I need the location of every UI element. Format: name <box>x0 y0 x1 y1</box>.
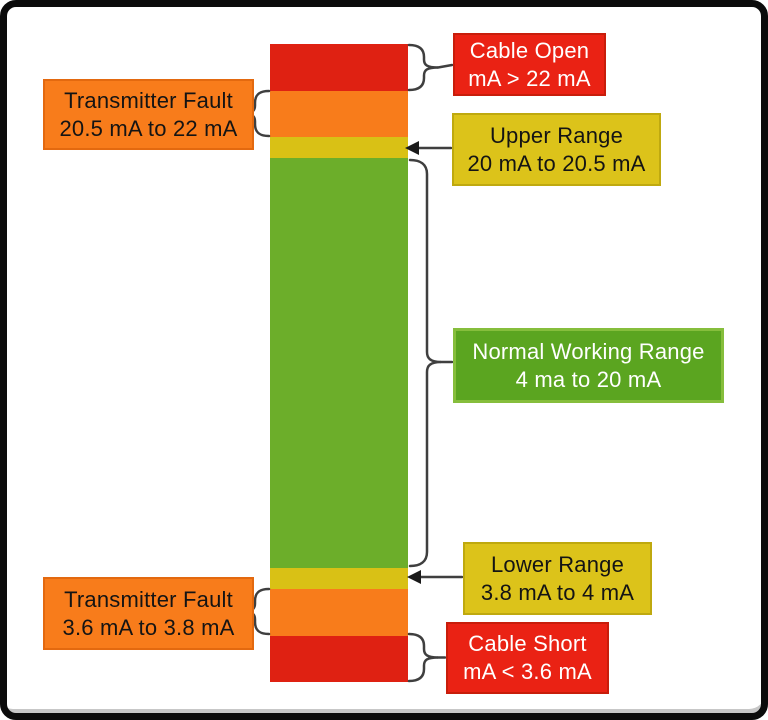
cable-short-line2: mA < 3.6 mA <box>463 659 592 684</box>
cable-short-line1: Cable Short <box>468 631 587 656</box>
lower-range-label: Lower Range 3.8 mA to 4 mA <box>463 542 652 615</box>
upper-range-line1: Upper Range <box>489 122 624 148</box>
lower-range-line2: 3.8 mA to 4 mA <box>480 579 635 605</box>
bar-segment-upper-range <box>270 137 408 158</box>
signal-range-bar <box>270 44 408 682</box>
normal-working-range-label: Normal Working Range 4 ma to 20 mA <box>453 328 724 403</box>
transmitter-fault-upper-label: Transmitter Fault 20.5 mA to 22 mA <box>43 79 254 150</box>
bar-segment-normal-working-range <box>270 158 408 568</box>
transmitter-fault-upper-line1: Transmitter Fault <box>64 87 233 113</box>
upper-range-label: Upper Range 20 mA to 20.5 mA <box>452 113 661 186</box>
cable-open-label-line1: Cable Open <box>469 37 590 63</box>
cable-open-label: Cable Open mA > 22 mA <box>453 33 606 96</box>
arrow-lower-range-head <box>407 570 421 584</box>
bar-segment-cable-open <box>270 44 408 91</box>
brace-cable-open <box>407 43 439 92</box>
normal-working-range-line1: Normal Working Range <box>472 338 705 364</box>
transmitter-fault-upper-line2: 20.5 mA to 22 mA <box>59 115 238 141</box>
bar-segment-lower-range <box>270 568 408 589</box>
transmitter-fault-lower-line2: 3.6 mA to 3.8 mA <box>62 614 235 640</box>
upper-range-line2: 20 mA to 20.5 mA <box>467 150 646 176</box>
normal-working-range-line2: 4 ma to 20 mA <box>515 366 662 392</box>
transmitter-fault-lower-label: Transmitter Fault 3.6 mA to 3.8 mA <box>43 577 254 650</box>
transmitter-fault-lower-line1: Transmitter Fault <box>64 586 233 612</box>
lower-range-line1: Lower Range <box>490 551 625 577</box>
cable-open-label-line2: mA > 22 mA <box>468 65 591 91</box>
bar-segment-transmitter-fault-upper <box>270 91 408 137</box>
brace-cable-open-tail <box>436 63 454 69</box>
brace-normal-working-range <box>408 158 442 568</box>
cable-short-label: Cable Short mA < 3.6 mA <box>446 622 609 694</box>
bar-segment-transmitter-fault-lower <box>270 589 408 636</box>
bar-segment-cable-short <box>270 636 408 682</box>
brace-cable-short <box>407 632 439 683</box>
